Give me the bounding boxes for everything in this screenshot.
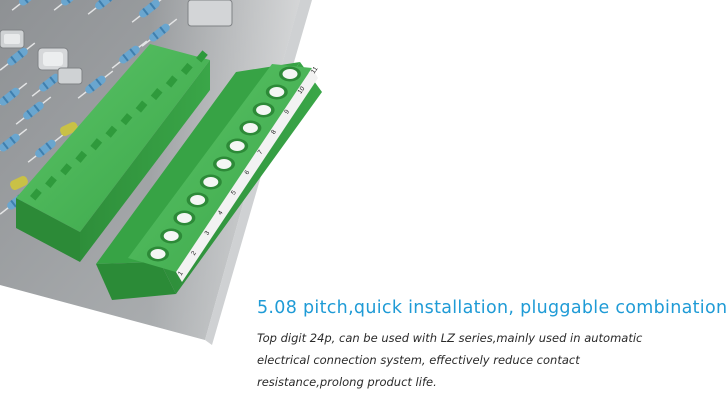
description: Top digit 24p, can be used with LZ serie… [257,327,687,393]
pin-label: 7 [257,149,265,156]
description-line: resistance,prolong product life. [257,375,437,389]
chips [0,0,233,85]
pin-label: 9 [283,108,291,115]
pin-label: 6 [243,169,251,176]
pin-label: 3 [204,229,212,236]
headline: 5.08 pitch,quick installation, pluggable… [257,298,727,318]
description-line: Top digit 24p, can be used with LZ serie… [257,331,643,345]
pin-label: 10 [297,85,307,95]
diodes [10,121,78,191]
pcb-header-connector [16,44,210,262]
pin-label: 5 [230,189,238,196]
description-line: electrical connection system, effectivel… [257,353,580,367]
pin-label: 8 [270,128,278,135]
pin-label: 11 [310,65,320,75]
pin-label: 4 [217,209,225,216]
pin-label: 2 [190,250,198,257]
pin-label: 1 [177,270,185,277]
